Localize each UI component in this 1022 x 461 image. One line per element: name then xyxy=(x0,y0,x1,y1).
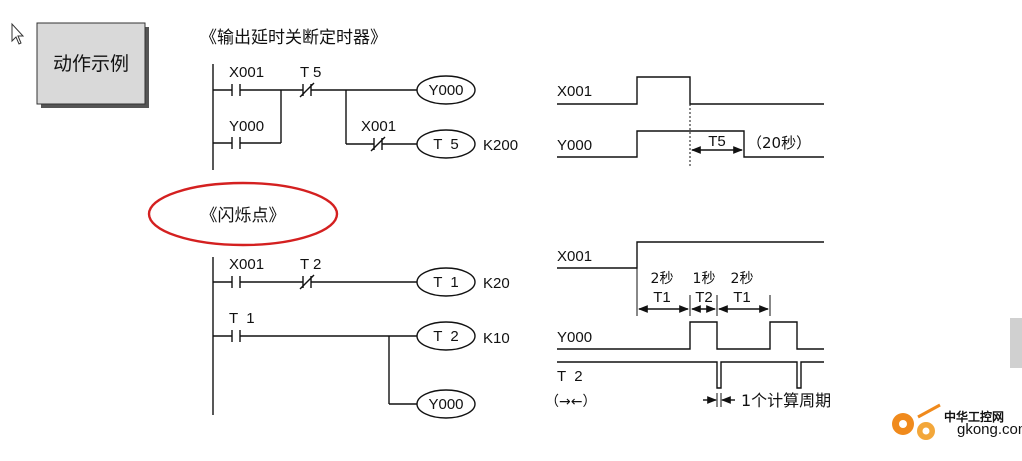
t5-interval-label: T5 xyxy=(708,133,726,150)
watermark-logo xyxy=(892,403,941,440)
label-t5-r1: T 5 xyxy=(300,64,321,81)
contact-no-x001-b xyxy=(231,276,241,288)
section2-title: 《闪烁点》 xyxy=(201,206,286,226)
section1-title: 《输出延时关断定时器》 xyxy=(200,28,387,48)
coil-y000 xyxy=(416,75,476,105)
timing2-label-x001: X001 xyxy=(557,248,592,265)
waveform-x001 xyxy=(557,76,824,105)
example-button[interactable]: 动作示例 xyxy=(36,22,149,108)
seg2-name: T2 xyxy=(695,289,713,306)
contact-no-y000 xyxy=(231,137,241,149)
contact-no-t1 xyxy=(231,330,241,342)
waveform-y000 xyxy=(557,130,824,158)
coil-y000-b xyxy=(416,389,476,419)
coil-t2 xyxy=(416,321,476,351)
label-x001-b: X001 xyxy=(229,256,264,273)
coil-t1-label: T 1 xyxy=(433,274,459,291)
timing2-label-y000: Y000 xyxy=(557,329,592,346)
t2-pulse-symbol: （→←） xyxy=(545,394,596,410)
label-x001-r1: X001 xyxy=(229,64,264,81)
coil-y000-b-label: Y000 xyxy=(428,396,463,413)
seg1-time: 2秒 xyxy=(651,271,674,287)
coil-t5-label: T 5 xyxy=(433,136,459,153)
seg3-name: T1 xyxy=(733,289,751,306)
label-t1-contact: T 1 xyxy=(229,310,255,327)
coil-t5 xyxy=(416,129,476,159)
coil-t2-label: T 2 xyxy=(433,328,459,345)
coil-y000-label: Y000 xyxy=(428,82,463,99)
label-x001-r2: X001 xyxy=(361,118,396,135)
scrollbar-thumb[interactable] xyxy=(1010,318,1022,368)
label-t2-b: T 2 xyxy=(300,256,321,273)
scan-period-marker xyxy=(703,393,735,407)
timing-label-y000: Y000 xyxy=(557,137,592,154)
timing-label-x001: X001 xyxy=(557,83,592,100)
seg3-time: 2秒 xyxy=(731,271,754,287)
watermark-brand: 中华工控网 xyxy=(944,409,1004,424)
scan-period-note: 1个计算周期 xyxy=(741,391,831,410)
timing2-label-t2: T 2 xyxy=(557,368,583,385)
example-button-label: 动作示例 xyxy=(53,53,129,75)
cursor-icon xyxy=(11,22,25,45)
preset-k200: K200 xyxy=(483,137,518,154)
preset-k10: K10 xyxy=(483,330,510,347)
coil-t1 xyxy=(416,267,476,297)
watermark-url: gkong.com xyxy=(957,421,1022,438)
preset-k20: K20 xyxy=(483,275,510,292)
highlight-ellipse xyxy=(147,181,339,247)
waveform-y000-b xyxy=(557,321,824,350)
seg1-name: T1 xyxy=(653,289,671,306)
t5-duration-note: （20秒） xyxy=(747,134,811,152)
label-y000-or: Y000 xyxy=(229,118,264,135)
waveform-t2 xyxy=(557,361,824,389)
seg2-time: 1秒 xyxy=(693,271,716,287)
waveform-x001-b xyxy=(557,241,824,269)
contact-no-x001 xyxy=(231,84,241,96)
